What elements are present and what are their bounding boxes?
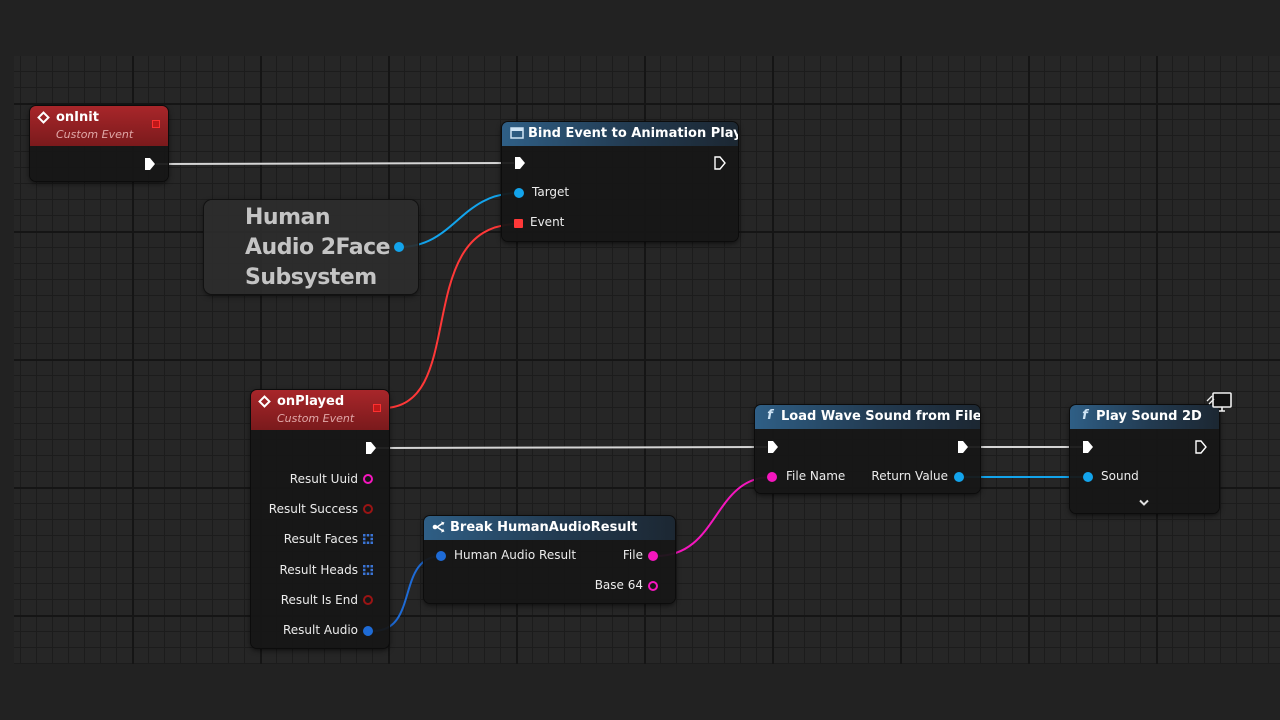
subsystem-line-3: Subsystem <box>245 265 377 290</box>
pin-label-human-audio-result: Human Audio Result <box>454 548 577 562</box>
pin-label-result-uuid: Result Uuid <box>289 472 358 486</box>
pin-label-target: Target <box>532 185 570 199</box>
exec-output-pin[interactable] <box>1195 440 1207 454</box>
node-on-init[interactable]: onInit Custom Event <box>30 106 168 181</box>
subsystem-title: Human Audio 2Face Subsystem <box>245 203 391 293</box>
subsystem-line-1: Human <box>245 205 331 230</box>
node-load-wave-sound[interactable]: f Load Wave Sound from File File Name Re… <box>755 405 980 493</box>
result-audio-output-pin[interactable] <box>363 626 373 636</box>
node-header[interactable]: Bind Event to Animation Play <box>502 122 738 146</box>
node-title: Bind Event to Animation Play <box>528 126 738 141</box>
result-faces-array-pin[interactable] <box>363 534 373 544</box>
event-icon <box>37 111 50 124</box>
exec-input-pin[interactable] <box>767 440 779 454</box>
pin-label-base-64: Base 64 <box>594 578 643 592</box>
node-subsystem[interactable]: Human Audio 2Face Subsystem <box>204 200 418 294</box>
delegate-output-pin[interactable] <box>152 120 160 128</box>
node-header[interactable]: Break HumanAudioResult <box>424 516 675 540</box>
result-success-output-pin[interactable] <box>363 504 373 514</box>
subsystem-line-2: Audio 2Face <box>245 235 391 260</box>
pin-label-result-is-end: Result Is End <box>280 593 358 607</box>
pin-label-result-heads: Result Heads <box>279 563 358 577</box>
function-icon: f <box>1082 408 1088 423</box>
pin-label-file-name: File Name <box>786 469 846 483</box>
sound-input-pin[interactable] <box>1083 472 1093 482</box>
exec-output-pin[interactable] <box>957 440 969 454</box>
pin-label-sound: Sound <box>1101 469 1139 483</box>
node-on-played[interactable]: onPlayed Custom Event Result Uuid Result… <box>251 390 389 648</box>
node-title: onPlayed <box>277 394 345 409</box>
node-subtitle: Custom Event <box>277 412 355 425</box>
target-input-pin[interactable] <box>514 188 524 198</box>
file-output-pin[interactable] <box>648 551 658 561</box>
subsystem-output-pin[interactable] <box>394 242 404 252</box>
chevron-down-icon[interactable] <box>1139 499 1149 507</box>
result-uuid-output-pin[interactable] <box>363 474 373 484</box>
exec-output-pin[interactable] <box>144 157 156 171</box>
exec-output-pin[interactable] <box>365 441 377 455</box>
node-header[interactable]: onInit Custom Event <box>30 106 168 146</box>
exec-input-pin[interactable] <box>1082 440 1094 454</box>
pin-label-event: Event <box>530 215 565 229</box>
pin-label-file: File <box>622 548 643 562</box>
node-play-sound-2d[interactable]: f Play Sound 2D Sound <box>1070 405 1219 513</box>
pin-label-result-faces: Result Faces <box>283 532 358 546</box>
monitor-icon <box>1206 392 1232 412</box>
node-bind-event[interactable]: Bind Event to Animation Play Target Even… <box>502 122 738 241</box>
base-64-output-pin[interactable] <box>648 581 658 591</box>
human-audio-result-input-pin[interactable] <box>436 551 446 561</box>
delegate-output-pin[interactable] <box>373 404 381 412</box>
result-is-end-output-pin[interactable] <box>363 595 373 605</box>
window-icon <box>510 127 524 139</box>
node-title: onInit <box>56 110 99 125</box>
function-icon: f <box>767 408 773 423</box>
pin-label-return-value: Return Value <box>871 469 948 483</box>
pin-label-result-success: Result Success <box>268 502 358 516</box>
node-title: Play Sound 2D <box>1096 409 1202 424</box>
pin-label-result-audio: Result Audio <box>283 623 358 637</box>
result-heads-array-pin[interactable] <box>363 565 373 575</box>
node-title: Load Wave Sound from File <box>781 409 980 424</box>
node-title: Break HumanAudioResult <box>450 520 638 535</box>
node-header[interactable]: onPlayed Custom Event <box>251 390 389 430</box>
exec-output-pin[interactable] <box>714 156 726 170</box>
node-subtitle: Custom Event <box>56 128 134 141</box>
event-input-pin[interactable] <box>514 219 523 228</box>
split-arrows-icon <box>432 521 445 533</box>
node-header[interactable]: f Play Sound 2D <box>1070 405 1219 429</box>
exec-input-pin[interactable] <box>514 156 526 170</box>
event-icon <box>258 395 271 408</box>
node-break-result[interactable]: Break HumanAudioResult Human Audio Resul… <box>424 516 675 603</box>
return-value-output-pin[interactable] <box>954 472 964 482</box>
node-header[interactable]: f Load Wave Sound from File <box>755 405 980 429</box>
file-name-input-pin[interactable] <box>767 472 777 482</box>
